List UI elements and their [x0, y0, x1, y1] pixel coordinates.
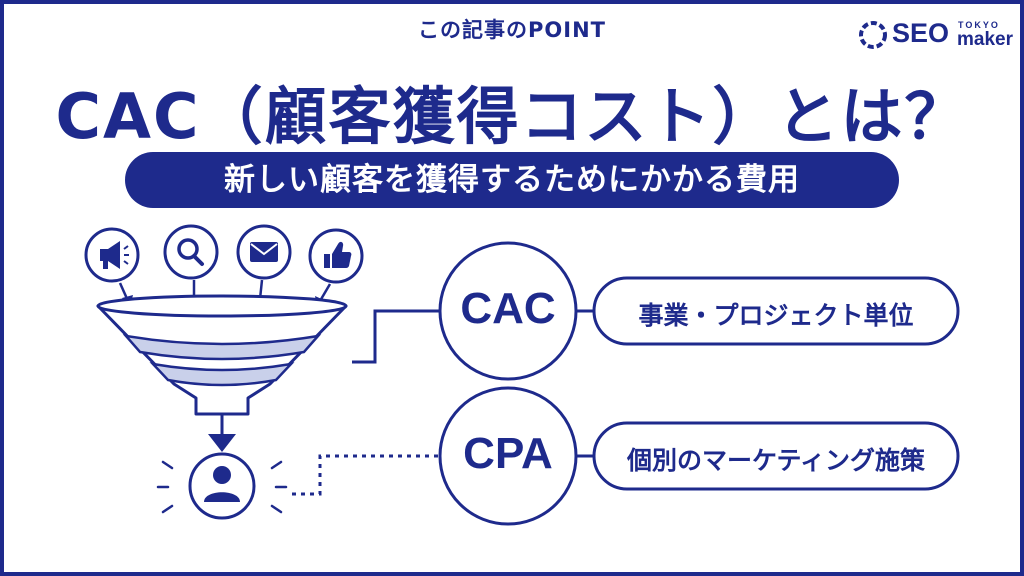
search-icon: [163, 224, 219, 280]
cpa-label: CPA: [463, 429, 553, 478]
cpa-connector: [292, 454, 440, 496]
sparkle-lines: [156, 460, 288, 514]
logo-tokyo-text: TOKYO: [958, 20, 1000, 30]
logo-maker-text: maker: [957, 29, 1013, 50]
definition-banner: 新しい顧客を獲得するためにかかる費用: [125, 152, 899, 208]
logo-seo-text: SEO: [892, 18, 950, 48]
cpa-description-pill: [592, 421, 960, 491]
user-icon: [188, 452, 256, 520]
cac-connector: [352, 309, 440, 364]
megaphone-icon: [84, 227, 140, 283]
cpa-description: 個別のマーケティング施策: [626, 446, 925, 475]
funnel-shape: [96, 294, 348, 416]
output-arrow: [208, 414, 236, 452]
cac-description: 事業・プロジェクト単位: [638, 301, 914, 330]
definition-text: 新しい顧客を獲得するためにかかる費用: [224, 162, 800, 198]
cac-label: CAC: [460, 284, 556, 333]
point-label: この記事のPOINT: [418, 18, 606, 42]
mail-icon: [236, 224, 292, 280]
logo-mark-icon: [859, 21, 887, 49]
cac-description-pill: [592, 276, 960, 346]
seo-maker-logo: SEO TOKYO maker: [858, 18, 1013, 62]
page-title: CAC（顧客獲得コスト）とは？: [55, 80, 969, 153]
thumbs-up-icon: [308, 228, 364, 284]
